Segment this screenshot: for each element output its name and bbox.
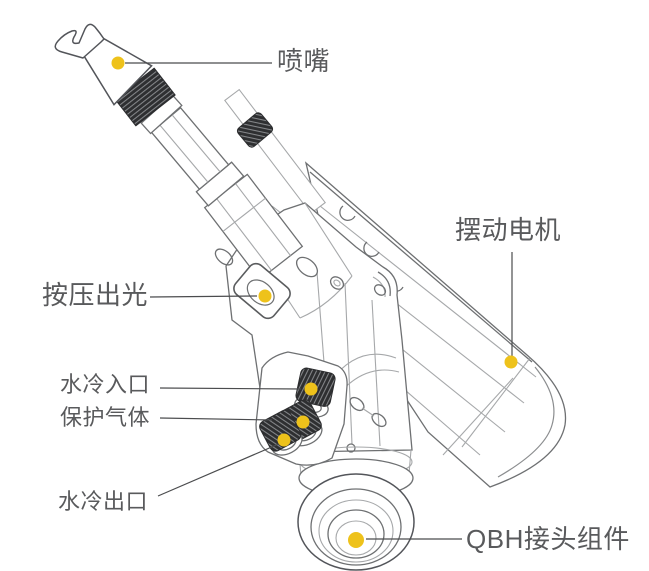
- marker-dot-qbh: [348, 532, 364, 548]
- bolt-ring: [373, 284, 387, 296]
- body-slot: [214, 248, 234, 266]
- knurled-collar: [114, 67, 176, 127]
- callout-markers: [111, 56, 518, 548]
- screw: [346, 443, 356, 453]
- marker-dot-nozzle: [111, 56, 125, 70]
- marker-dot-swing-motor: [504, 355, 518, 369]
- nozzle-fork: [54, 23, 105, 59]
- label-swing-motor: 摆动电机: [455, 215, 562, 245]
- label-qbh: QBH接头组件: [466, 524, 630, 554]
- marker-dot-shield-gas: [296, 415, 310, 429]
- label-water-inlet: 水冷入口: [60, 372, 151, 397]
- focus-knob: [236, 112, 274, 148]
- support-rod: [224, 88, 326, 215]
- label-nozzle: 喷嘴: [277, 46, 331, 76]
- body-slot: [295, 256, 319, 278]
- label-trigger: 按压出光: [42, 280, 149, 310]
- label-shield-gas: 保护气体: [60, 405, 151, 430]
- bolt-ring: [329, 276, 345, 290]
- marker-dot-water-inlet: [304, 382, 318, 396]
- marker-dot-water-outlet: [277, 433, 291, 447]
- label-water-outlet: 水冷出口: [58, 489, 149, 514]
- marker-dot-trigger: [258, 289, 272, 303]
- qbh-connector: [297, 446, 415, 571]
- callout-leaders: [125, 62, 513, 540]
- vent-cutout: [339, 205, 356, 221]
- nozzle-barrel-assembly: [54, 23, 304, 281]
